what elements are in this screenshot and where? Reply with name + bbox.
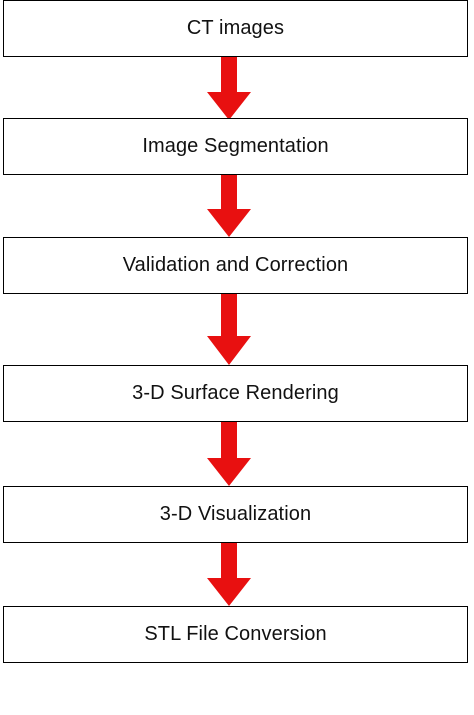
down-arrow-icon [207, 175, 251, 237]
step-image-segmentation: Image Segmentation [3, 118, 468, 175]
down-arrow-icon [207, 57, 251, 120]
step-label: Image Segmentation [142, 135, 329, 157]
down-arrow-icon [207, 294, 251, 365]
step-label: Validation and Correction [122, 254, 349, 276]
down-arrow-icon [207, 543, 251, 606]
down-arrow-icon [207, 422, 251, 486]
step-validation-and-correction: Validation and Correction [3, 237, 468, 294]
step-label: CT images [186, 17, 285, 39]
step-label: STL File Conversion [144, 623, 327, 645]
step-label: 3-D Surface Rendering [132, 382, 339, 404]
step-3d-visualization: 3-D Visualization [3, 486, 468, 543]
step-stl-file-conversion: STL File Conversion [3, 606, 468, 663]
step-3d-surface-rendering: 3-D Surface Rendering [3, 365, 468, 422]
step-label: 3-D Visualization [159, 503, 312, 525]
step-ct-images: CT images [3, 0, 468, 57]
